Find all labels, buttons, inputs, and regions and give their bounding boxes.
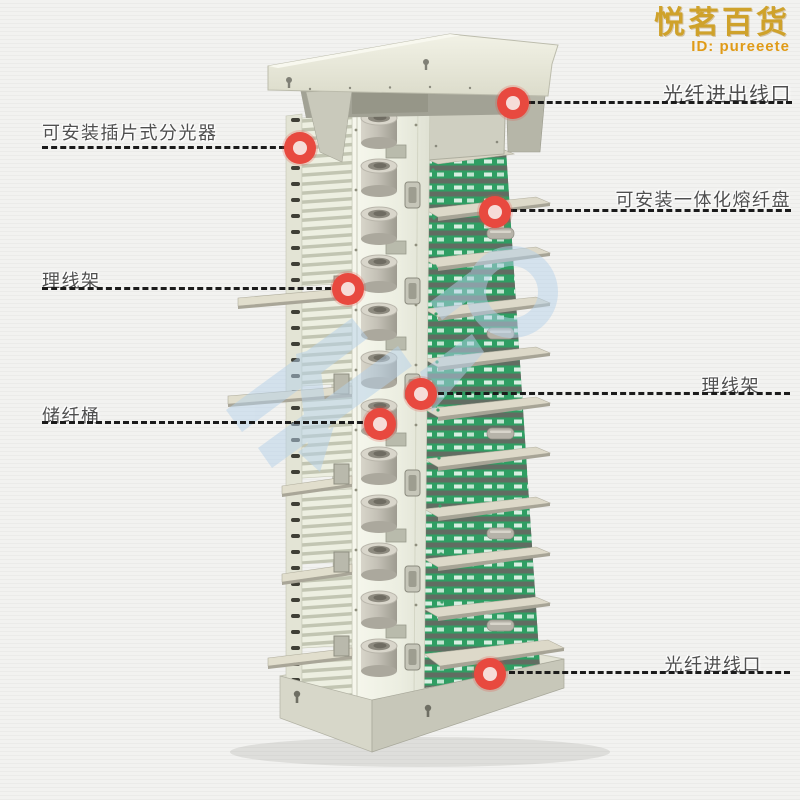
keyhole-slots [286, 59, 429, 88]
leader-line [42, 146, 285, 149]
leader-line [509, 671, 790, 674]
callout-marker [497, 87, 529, 119]
odf-cabinet [226, 33, 610, 767]
leader-line [438, 392, 790, 395]
brand-id: ID: pureeete [691, 38, 790, 56]
callout-marker [284, 132, 316, 164]
callout-label: 光纤进出线口 [663, 84, 792, 106]
floor-shadow [230, 737, 610, 767]
callout-marker [332, 273, 364, 305]
callout-label: 理线架 [42, 271, 101, 291]
leader-line [511, 209, 791, 212]
cable-management-shelves-right [423, 196, 565, 670]
base-frame-front [279, 658, 565, 753]
callout-marker [474, 658, 506, 690]
callout-label: 可安装插片式分光器 [42, 123, 218, 143]
brand-name: 悦茗百货 [654, 5, 790, 40]
brand-watermark: 悦茗百货 ID: pureeete [654, 5, 790, 56]
callout-label: 储纤桶 [42, 406, 101, 426]
callout-marker [479, 196, 511, 228]
callout-label: 可安装一体化熔纤盘 [615, 190, 791, 210]
keyhole-slots [293, 690, 432, 717]
callout-marker [364, 408, 396, 440]
callout-label: 光纤进线口 [664, 655, 762, 675]
leader-line [42, 287, 331, 290]
leader-line [42, 421, 363, 424]
leader-line [529, 101, 792, 104]
callout-marker [405, 378, 437, 410]
callout-label: 理线架 [701, 376, 760, 396]
